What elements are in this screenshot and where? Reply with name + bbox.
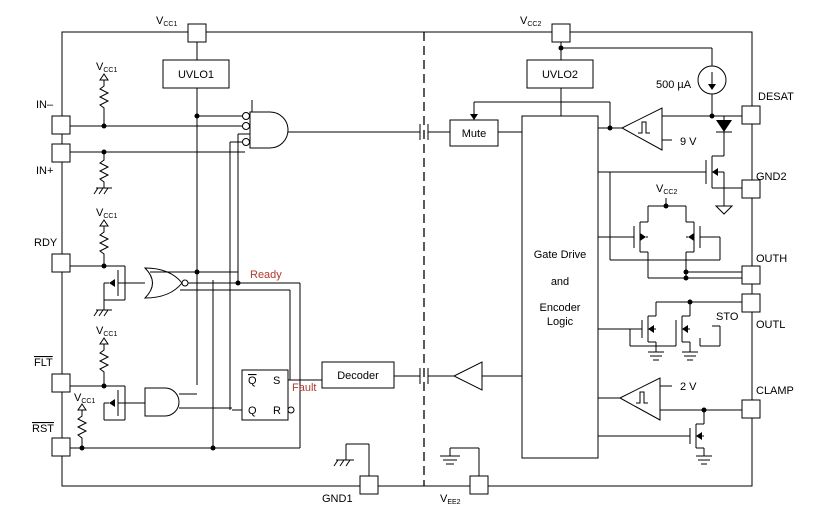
flt-label: FLT — [34, 357, 53, 369]
gnd1-pin — [359, 475, 379, 495]
uvlo2-label: UVLO2 — [542, 69, 578, 81]
mute-block — [449, 119, 499, 147]
rdy-pin — [51, 253, 71, 273]
vcc1-pullup-flt-label: VCC1 — [96, 325, 117, 338]
gate-drive-block — [521, 115, 599, 459]
outl-label: OUTL — [756, 319, 785, 331]
decoder-block — [321, 361, 395, 389]
uvlo1-block — [162, 59, 230, 89]
vcc1-pullup-in-label: VCC1 — [96, 61, 117, 74]
ready-label: Ready — [250, 269, 282, 281]
clamp-pin — [741, 399, 761, 419]
ref-9v-label: 9 V — [680, 136, 697, 148]
gnd2-label: GND2 — [756, 171, 787, 183]
vcc1-pin-label: VCC1 — [156, 15, 177, 28]
outh-pin — [741, 265, 761, 285]
gate-drive-line3: Encoder — [540, 302, 581, 314]
clamp-label: CLAMP — [756, 385, 794, 397]
in-plus-label: IN+ — [36, 165, 53, 177]
fault-label: Fault — [292, 382, 316, 394]
vee2-pin — [469, 475, 489, 495]
gnd1-label: GND1 — [322, 493, 353, 505]
outl-pin — [741, 293, 761, 313]
ref-2v-label: 2 V — [680, 381, 697, 393]
gate-drive-line1: Gate Drive — [534, 249, 587, 261]
uvlo2-block — [526, 59, 594, 89]
vcc2-inner-label: VCC2 — [656, 183, 677, 196]
uvlo1-label: UVLO1 — [178, 69, 214, 81]
gate-drive-line2: and — [551, 276, 569, 288]
vcc2-pin — [551, 23, 571, 43]
vee2-label: VEE2 — [440, 493, 461, 506]
outh-label: OUTH — [756, 253, 787, 265]
ff-qbar: Q — [248, 375, 257, 387]
input-and-gate — [249, 111, 289, 149]
in-plus-pin — [51, 143, 71, 163]
ff-s: S — [273, 375, 280, 387]
in-minus-label: IN– — [36, 99, 54, 111]
ff-q: Q — [248, 405, 257, 417]
ff-r: R — [273, 405, 281, 417]
vcc1-pullup-rst-label: VCC1 — [74, 392, 95, 405]
rst-label: RST — [32, 423, 54, 435]
vcc1-pin — [187, 23, 207, 43]
in-minus-pin — [51, 115, 71, 135]
decoder-label: Decoder — [337, 370, 379, 382]
vcc2-pin-label: VCC2 — [520, 15, 541, 28]
mute-label: Mute — [462, 128, 486, 140]
fault-and-gate — [144, 387, 180, 417]
vcc1-pullup-rdy-label: VCC1 — [96, 207, 117, 220]
current-source-label: 500 µA — [656, 79, 692, 91]
desat-label: DESAT — [758, 91, 794, 103]
gate-drive-line4: Logic — [547, 316, 574, 328]
sr-flipflop — [241, 369, 289, 421]
rdy-label: RDY — [34, 237, 58, 249]
decoder-buffer — [452, 361, 483, 391]
desat-pin — [741, 105, 761, 125]
flt-pin — [51, 373, 71, 393]
sto-label: STO — [716, 311, 739, 323]
rst-pin — [51, 437, 71, 457]
gnd2-pin — [741, 179, 761, 199]
desat-diode — [716, 120, 732, 132]
